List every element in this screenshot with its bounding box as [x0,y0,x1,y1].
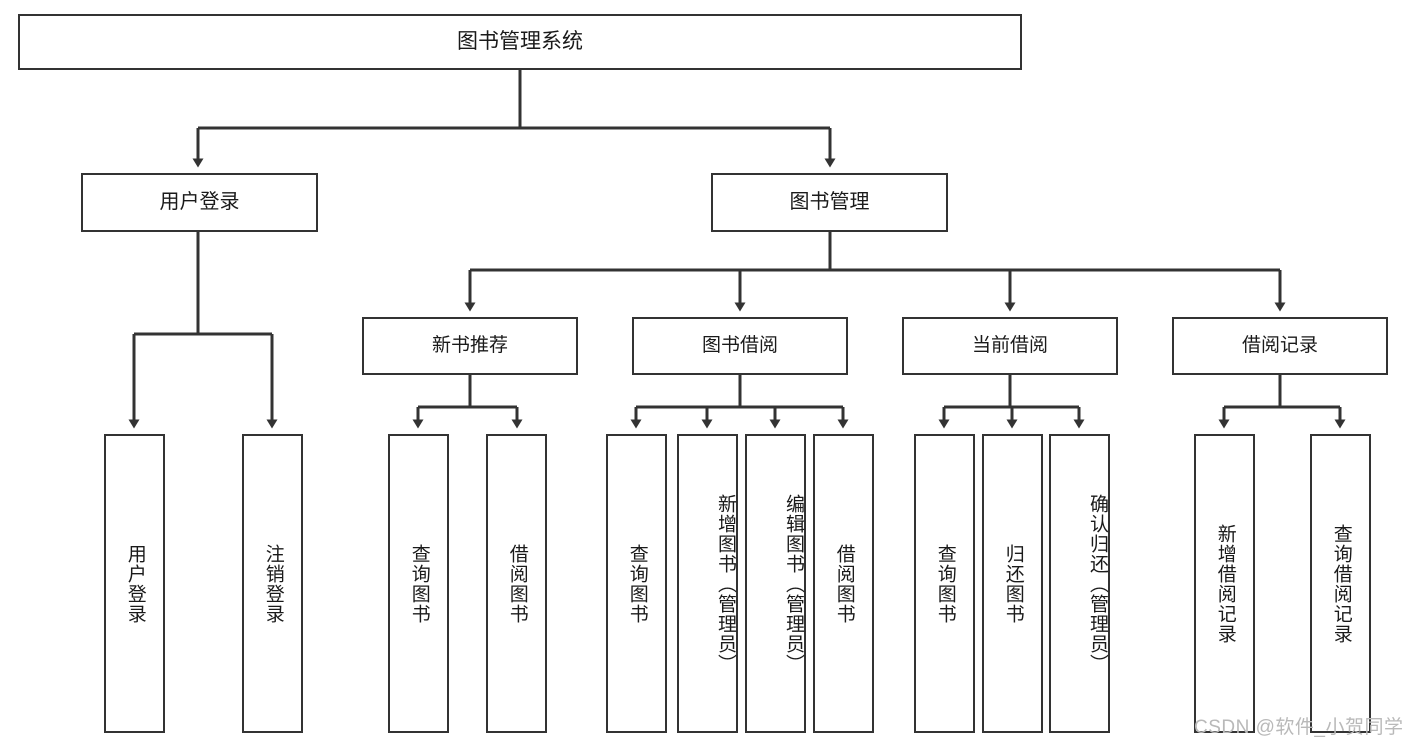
node-level1-1[interactable]: 图书管理 [711,173,948,232]
node-leaf-8[interactable]: 查询图书 [914,434,975,733]
node-leaf-5[interactable]: 新增图书（管理员） [677,434,738,733]
node-leaf-2[interactable]: 查询图书 [388,434,449,733]
node-level2-1[interactable]: 图书借阅 [632,317,848,375]
node-level2-3[interactable]: 借阅记录 [1172,317,1388,375]
node-level2-0[interactable]: 新书推荐 [362,317,578,375]
node-leaf-10[interactable]: 确认归还（管理员） [1049,434,1110,733]
node-level2-2[interactable]: 当前借阅 [902,317,1118,375]
csdn-watermark: CSDN @软件_小贺同学 [1194,717,1404,738]
node-leaf-11[interactable]: 新增借阅记录 [1194,434,1255,733]
node-leaf-9[interactable]: 归还图书 [982,434,1043,733]
node-root-book-management-system[interactable]: 图书管理系统 [18,14,1022,70]
node-leaf-12[interactable]: 查询借阅记录 [1310,434,1371,733]
node-leaf-1[interactable]: 注销登录 [242,434,303,733]
node-leaf-0[interactable]: 用户登录 [104,434,165,733]
node-leaf-3[interactable]: 借阅图书 [486,434,547,733]
node-leaf-7[interactable]: 借阅图书 [813,434,874,733]
node-leaf-6[interactable]: 编辑图书（管理员） [745,434,806,733]
node-level1-0[interactable]: 用户登录 [81,173,318,232]
node-leaf-4[interactable]: 查询图书 [606,434,667,733]
